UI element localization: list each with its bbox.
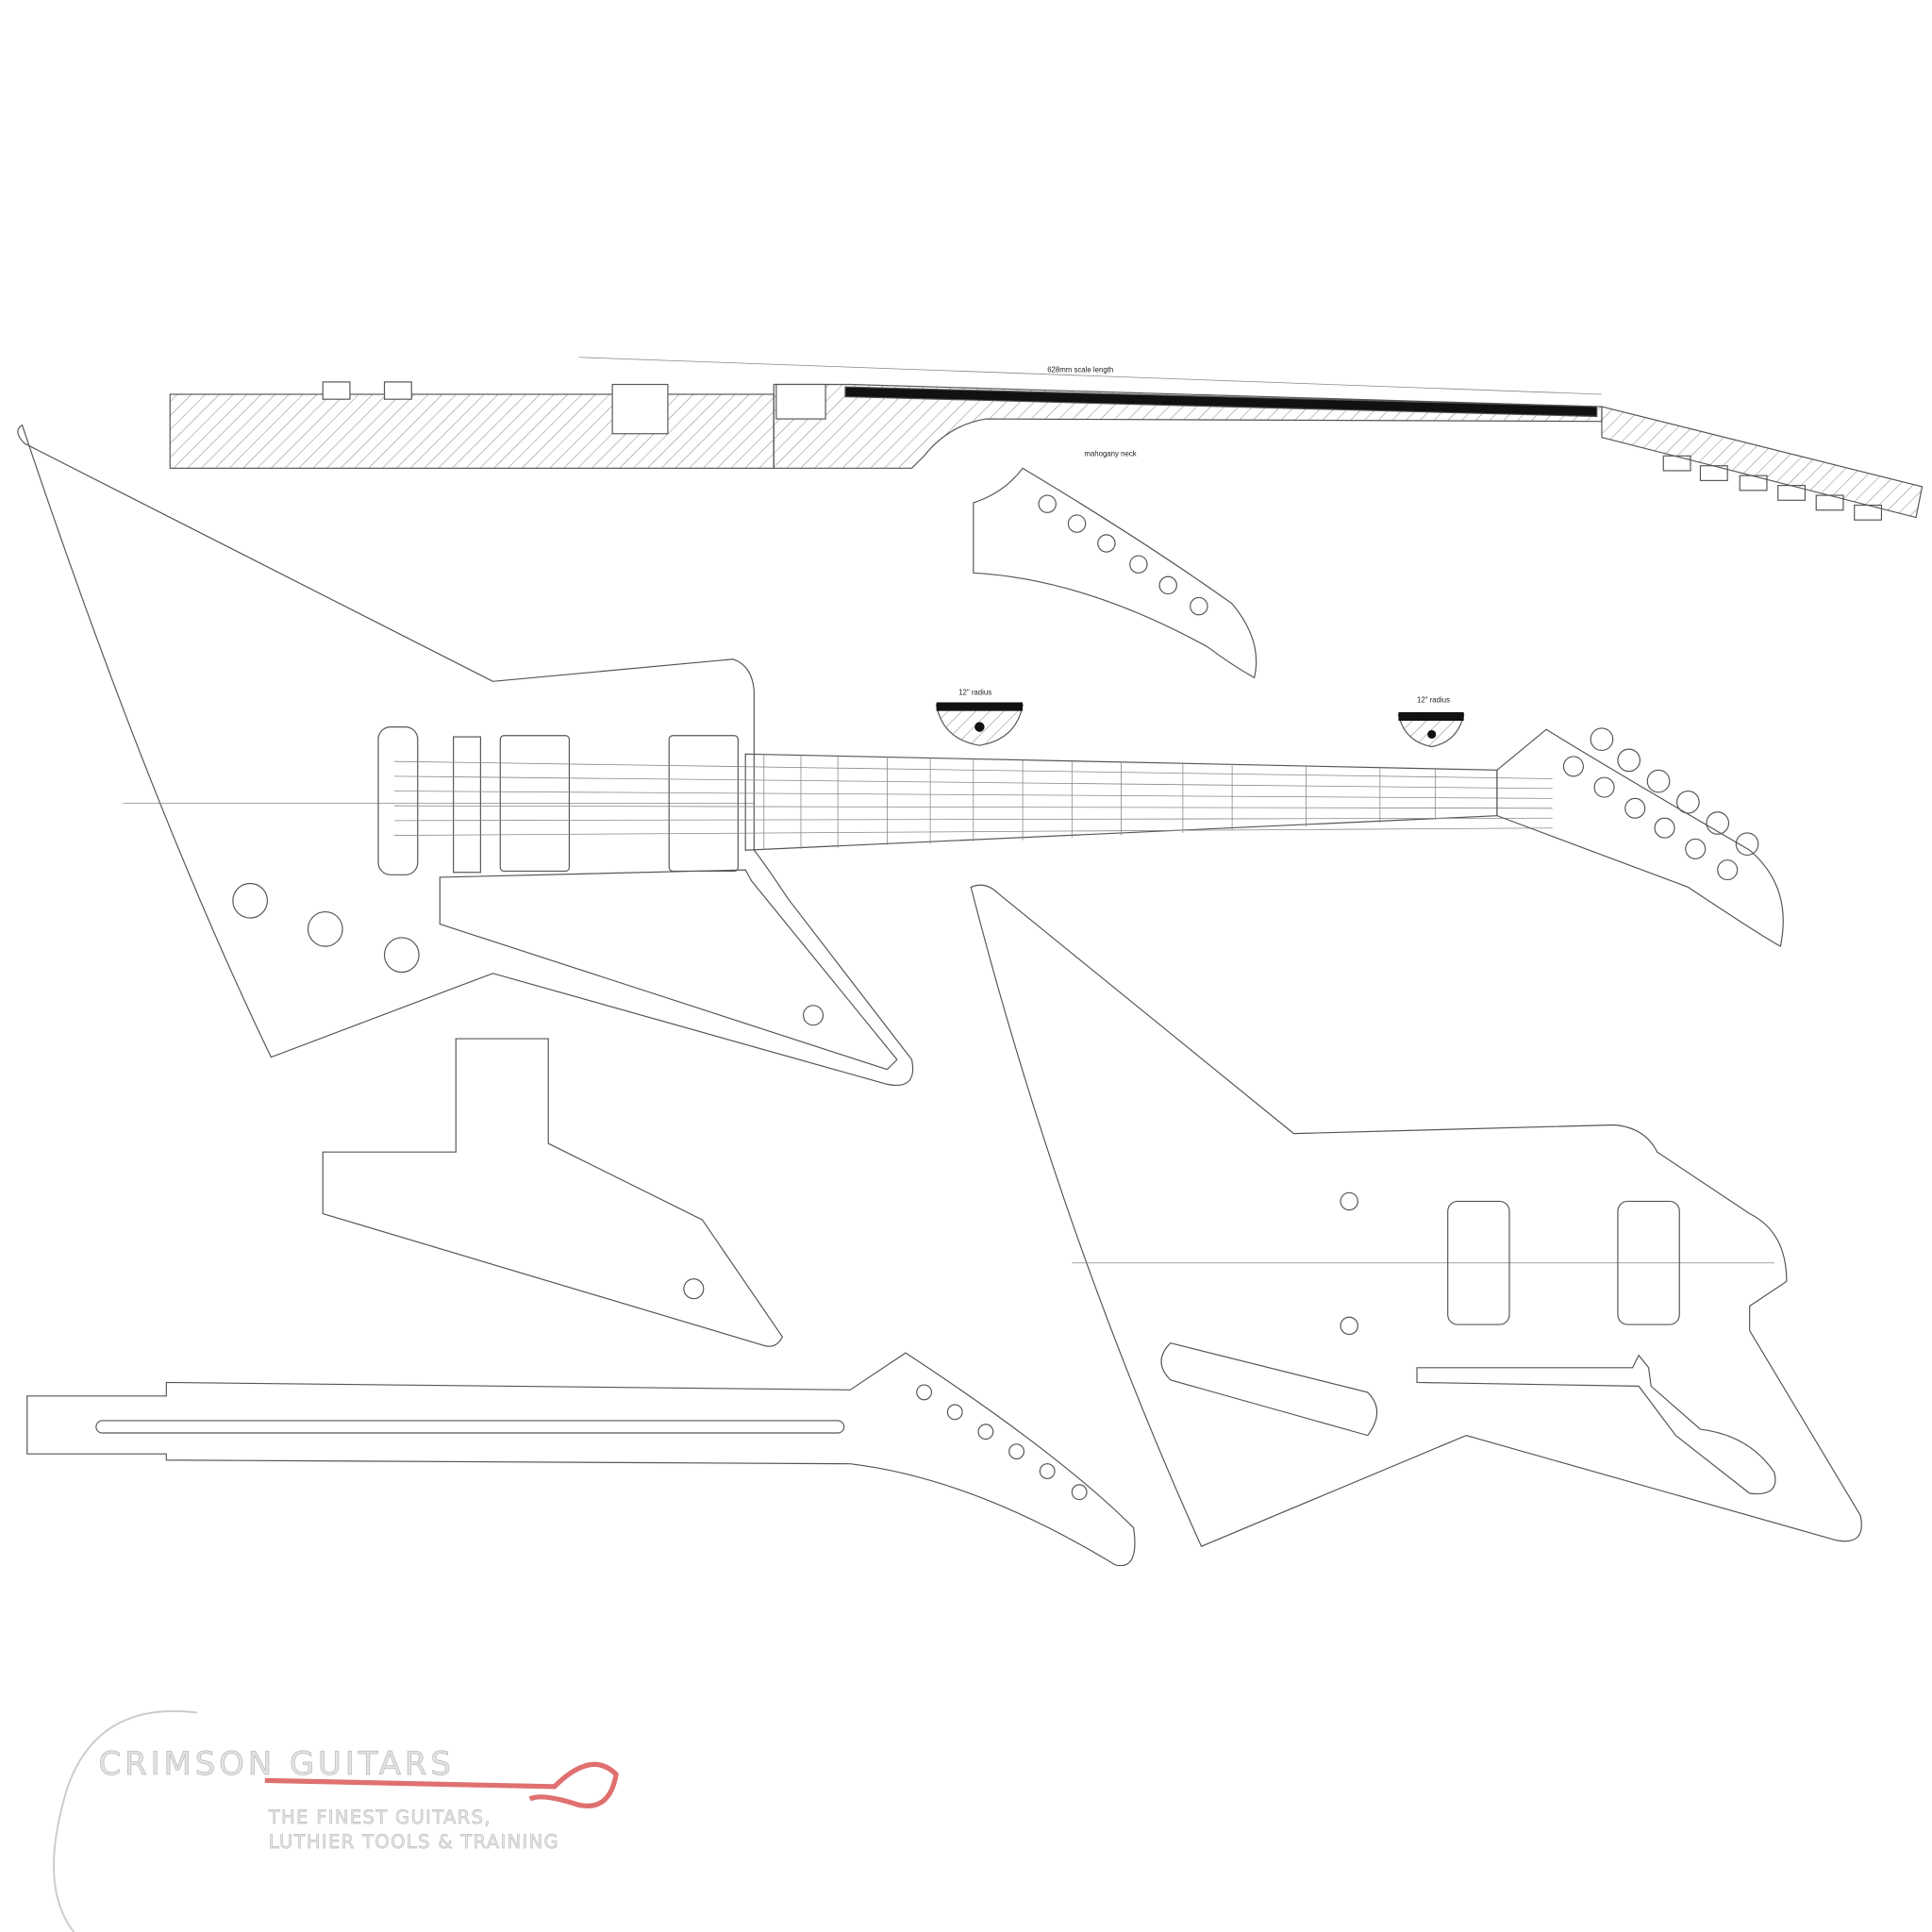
side-profile-view: 628mm scale length mahogany neck (169, 357, 1924, 521)
strings (393, 760, 1553, 836)
pickguard-template (322, 1038, 784, 1347)
headstock-template (973, 467, 1257, 679)
radius-label-1: 12" radius (958, 689, 991, 697)
scale-length-label: 628mm scale length (1047, 365, 1113, 374)
tuner-holes (1038, 494, 1208, 616)
logo-brand: CRIMSON GUITARS (98, 1745, 454, 1783)
tuner-side-keys (1662, 455, 1883, 521)
neck-material-label: mahogany neck (1084, 449, 1136, 458)
guitar-body-back (970, 884, 1862, 1547)
crimson-guitars-logo: CRIMSON GUITARS THE FINEST GUITARS, LUTH… (53, 1709, 619, 1932)
guitar-body-front: 12" radius 12" radius (17, 424, 1784, 1086)
logo-tagline-2: LUTHIER TOOLS & TRAINING (269, 1831, 559, 1853)
neck-blank-template (26, 1352, 1136, 1567)
radius-label-2: 12" radius (1417, 695, 1450, 704)
logo-tagline-1: THE FINEST GUITARS, (268, 1807, 491, 1828)
